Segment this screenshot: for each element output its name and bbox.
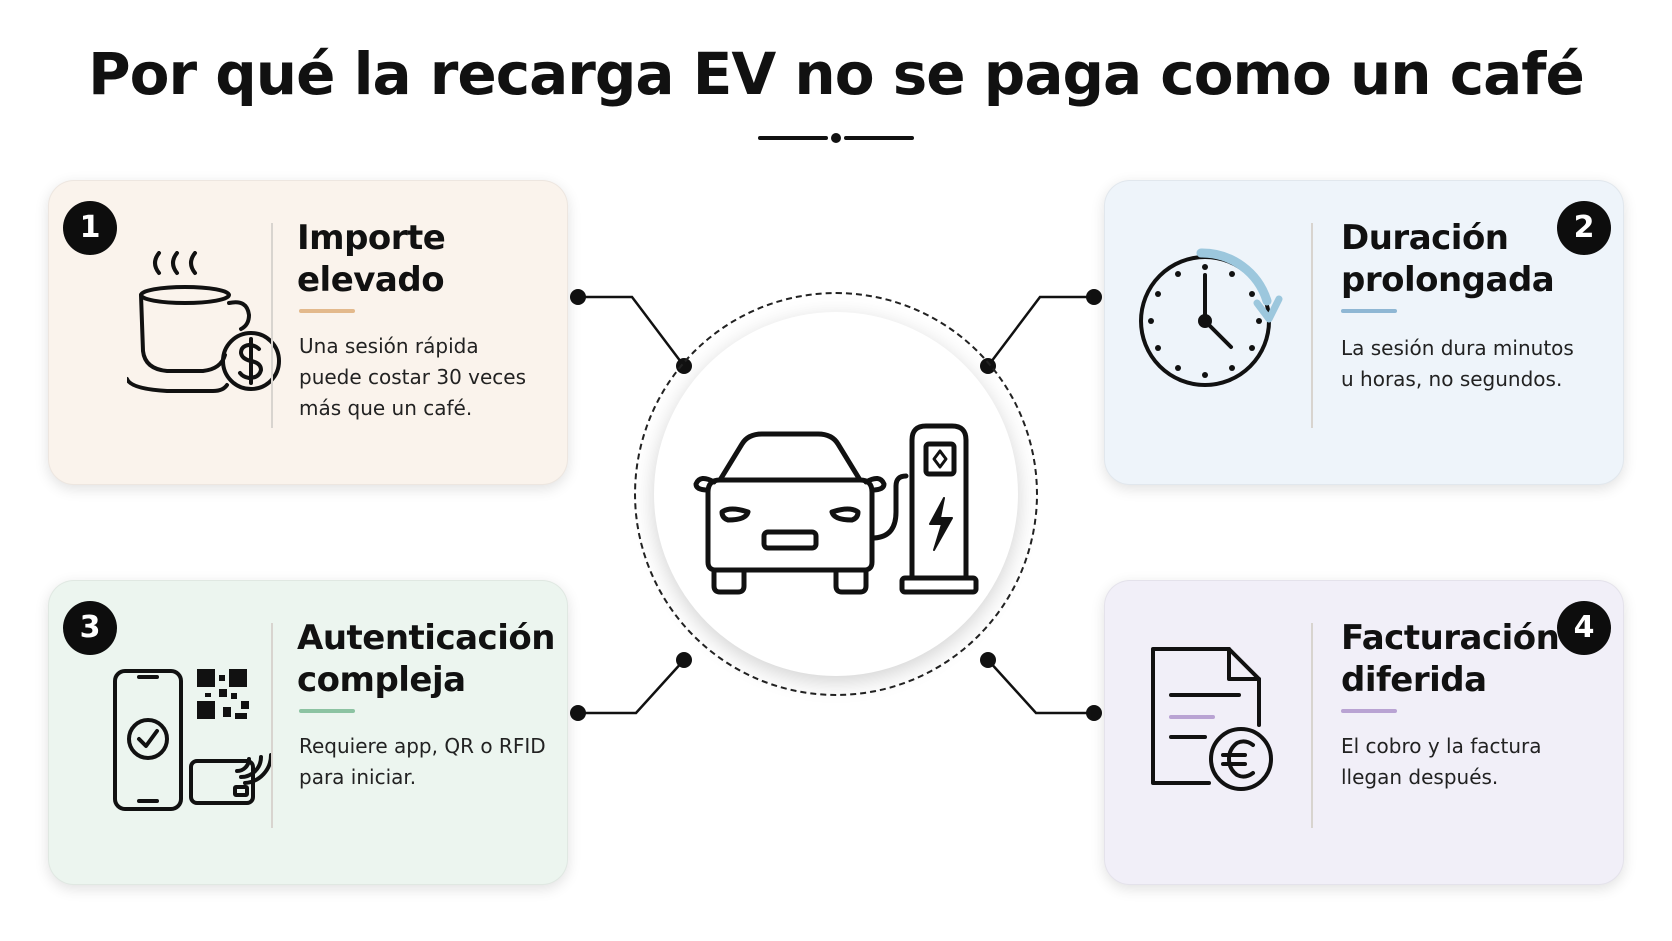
- heading-line: Autenticación: [297, 618, 555, 658]
- coffee-cup-dollar-icon: [127, 251, 281, 393]
- card-description: El cobro y la factura llegan después.: [1341, 734, 1542, 789]
- title-ornament: [758, 133, 914, 143]
- card-divider: [271, 223, 273, 428]
- accent-line: [299, 709, 355, 713]
- accent-line: [1341, 309, 1397, 313]
- card-heading: Facturación diferida: [1341, 617, 1581, 701]
- card-facturacion-diferida: Facturación diferida 4 El cobro y la fac…: [1104, 580, 1624, 885]
- card-duracion-prolongada: Duración prolongada 2 La sesión dura min…: [1104, 180, 1624, 485]
- card-divider: [1311, 223, 1313, 428]
- heading-line: Importe: [297, 218, 446, 258]
- card-heading: Importe elevado: [297, 217, 537, 301]
- heading-line: diferida: [1341, 660, 1487, 700]
- accent-line: [299, 309, 355, 313]
- heading-line: Duración: [1341, 218, 1509, 258]
- phone-qr-rfid-icon: [113, 669, 271, 811]
- card-description: La sesión dura minutos u horas, no segun…: [1341, 336, 1574, 391]
- heading-line: compleja: [297, 660, 466, 700]
- heading-line: elevado: [297, 260, 445, 300]
- heading-line: prolongada: [1341, 260, 1555, 300]
- invoice-euro-icon: [1151, 647, 1273, 791]
- heading-line: Facturación: [1341, 618, 1560, 658]
- ev-car-charging-station-icon: [693, 423, 979, 595]
- hub-circle: [654, 312, 1018, 676]
- step-number-badge: 1: [63, 201, 117, 255]
- step-number-badge: 2: [1557, 201, 1611, 255]
- card-heading: Duración prolongada: [1341, 217, 1581, 301]
- accent-line: [1341, 709, 1397, 713]
- card-description: Requiere app, QR o RFID para iniciar.: [299, 734, 546, 789]
- step-number-badge: 3: [63, 601, 117, 655]
- page-title: Por qué la recarga EV no se paga como un…: [88, 40, 1585, 108]
- card-importe-elevado: 1 Importe elevado Una sesión rápida pued…: [48, 180, 568, 485]
- card-divider: [271, 623, 273, 828]
- card-autenticacion-compleja: 3 Autenticación compleja Requiere app, Q…: [48, 580, 568, 885]
- clock-icon: [1139, 248, 1283, 387]
- card-divider: [1311, 623, 1313, 828]
- hub-dashed-ring: [634, 292, 1038, 696]
- step-number-badge: 4: [1557, 601, 1611, 655]
- card-description: Una sesión rápida puede costar 30 veces …: [299, 334, 527, 420]
- card-heading: Autenticación compleja: [297, 617, 567, 701]
